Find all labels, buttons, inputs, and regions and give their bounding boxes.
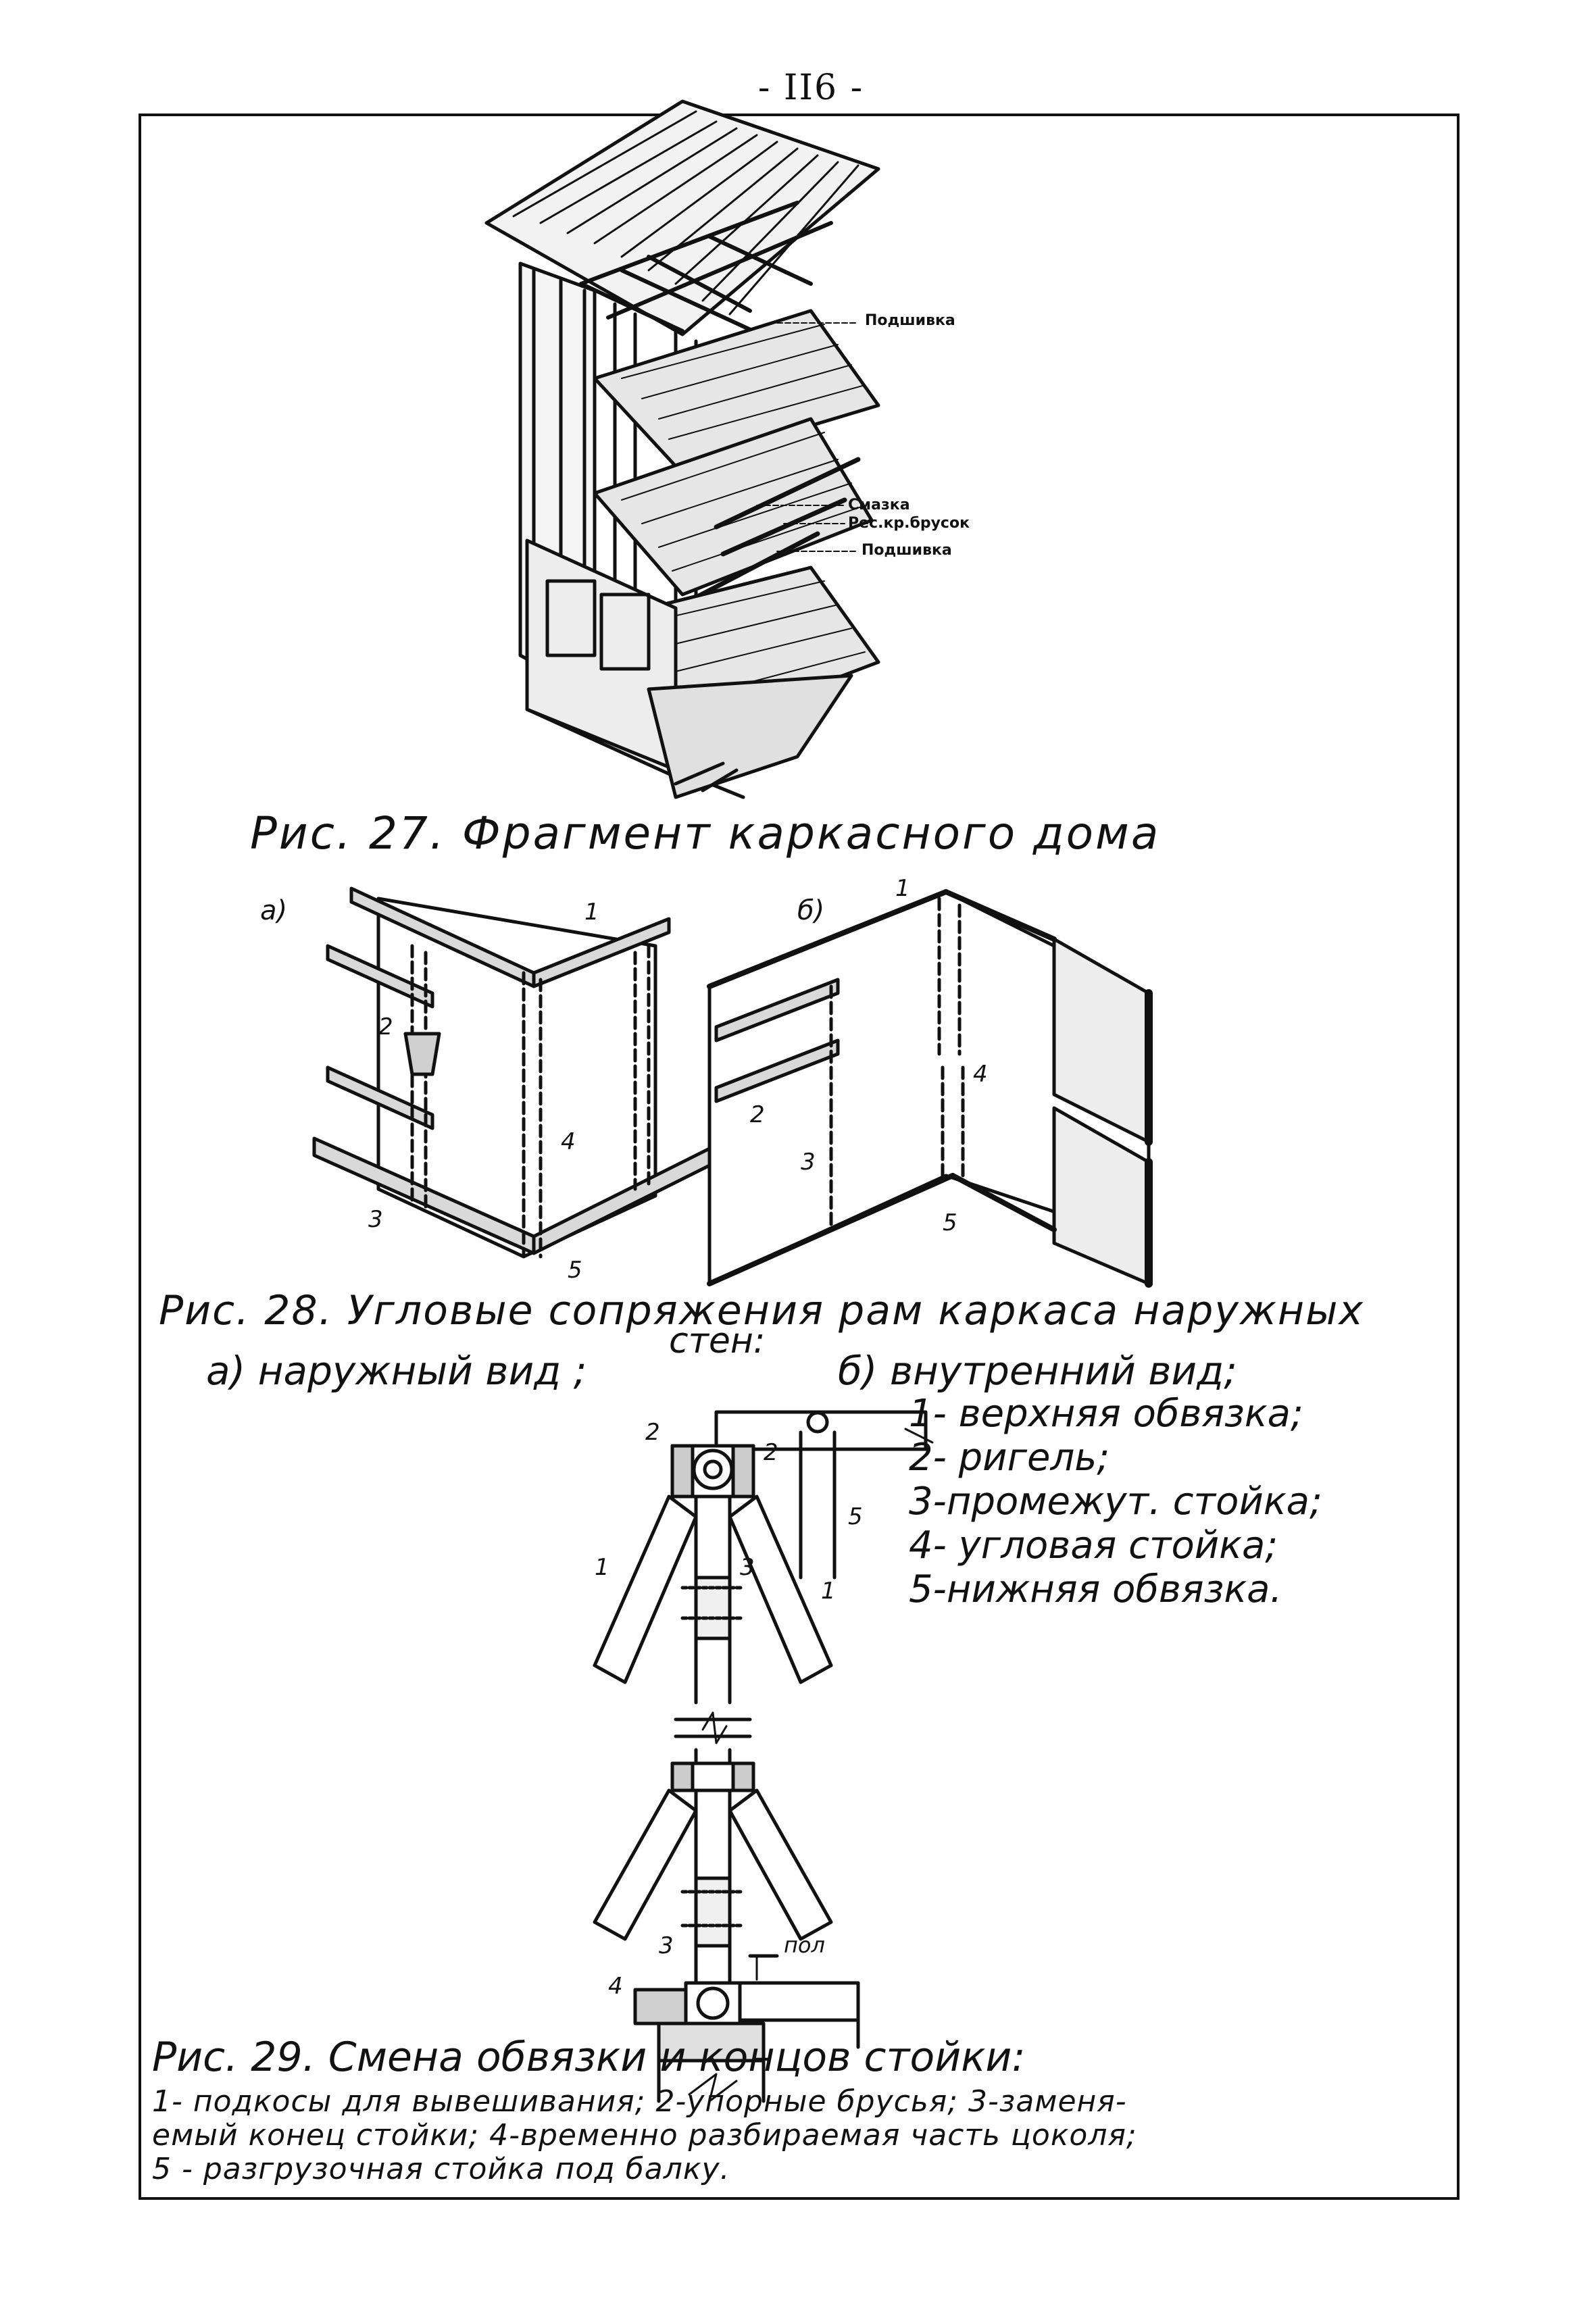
fig29-num-5: 5 — [848, 1503, 863, 1530]
fig28-legend-2: 2- ригель; — [909, 1436, 1110, 1480]
fig28-caption-word: стен: — [669, 1321, 766, 1361]
fig28b-num-3: 3 — [801, 1149, 816, 1176]
fig28-legend-5: 5-нижняя обвязка. — [909, 1567, 1282, 1611]
fig29-drawing — [593, 1410, 934, 2103]
fig28a-num-5: 5 — [568, 1257, 582, 1284]
fig28a-num-4: 4 — [561, 1128, 576, 1155]
fig29-caption-line-2: емый конец стойки; 4-временно разбираема… — [152, 2118, 1137, 2153]
fig28-view-b: б) внутренний вид; — [838, 1348, 1237, 1394]
fig29-label-floor: пол — [784, 1932, 825, 1958]
fig28b-num-1: 1 — [895, 875, 910, 902]
fig28-legend-1: 1- верхняя обвязка; — [909, 1392, 1303, 1436]
page-number: - II6 - — [757, 68, 864, 108]
fig28b-num-5: 5 — [943, 1209, 957, 1236]
fig29-caption-line-1: 1- подкосы для вывешивания; 2-упорные бр… — [152, 2084, 1127, 2119]
fig28b-num-2: 2 — [750, 1101, 765, 1128]
fig28b-frame-drawing — [707, 889, 1153, 1288]
fig27-label-podshivka-top: Подшивка — [865, 312, 955, 329]
fig28-legend-4: 4- угловая стойка; — [909, 1524, 1278, 1567]
fig28a-num-1: 1 — [584, 899, 599, 926]
fig27-label-smazka: Смазка — [848, 497, 910, 513]
fig28b-num-4: 4 — [973, 1061, 988, 1088]
page-frame — [139, 114, 1460, 2200]
fig27-leader-lines — [756, 322, 859, 552]
fig29-caption-line-3: 5 - разгрузочная стойка под балку. — [152, 2152, 730, 2186]
fig28-caption: Рис. 28. Угловые сопряжения рам каркаса … — [159, 1287, 1364, 1334]
fig29-caption: Рис. 29. Смена обвязки и концов стойки: — [152, 2034, 1026, 2081]
fig29-num-3-bottom: 3 — [659, 1932, 674, 1959]
fig29-num-3-top: 3 — [740, 1554, 755, 1581]
fig27-label-podshivka-bottom: Подшивка — [862, 542, 952, 559]
fig29-num-4: 4 — [608, 1973, 623, 2000]
fig28-view-a: а) наружный вид ; — [206, 1348, 587, 1394]
fig28-legend-3: 3-промежут. стойка; — [909, 1480, 1322, 1524]
fig27-label-brusok: Рес.кр.брусок — [848, 515, 970, 532]
fig28a-num-3: 3 — [368, 1206, 383, 1233]
fig28-panel-a: а) — [260, 895, 288, 926]
fig29-num-1-left: 1 — [595, 1554, 609, 1581]
fig29-num-1-right: 1 — [821, 1578, 836, 1605]
fig29-num-2-right: 2 — [764, 1439, 778, 1466]
fig29-num-2-left: 2 — [645, 1419, 660, 1446]
fig27-caption: Рис. 27. Фрагмент каркасного дома — [250, 807, 1161, 859]
fig28-panel-b: б) — [797, 895, 825, 926]
fig27-house-drawing — [484, 99, 880, 799]
fig28a-frame-drawing — [312, 886, 712, 1259]
fig28a-num-2: 2 — [378, 1013, 393, 1040]
